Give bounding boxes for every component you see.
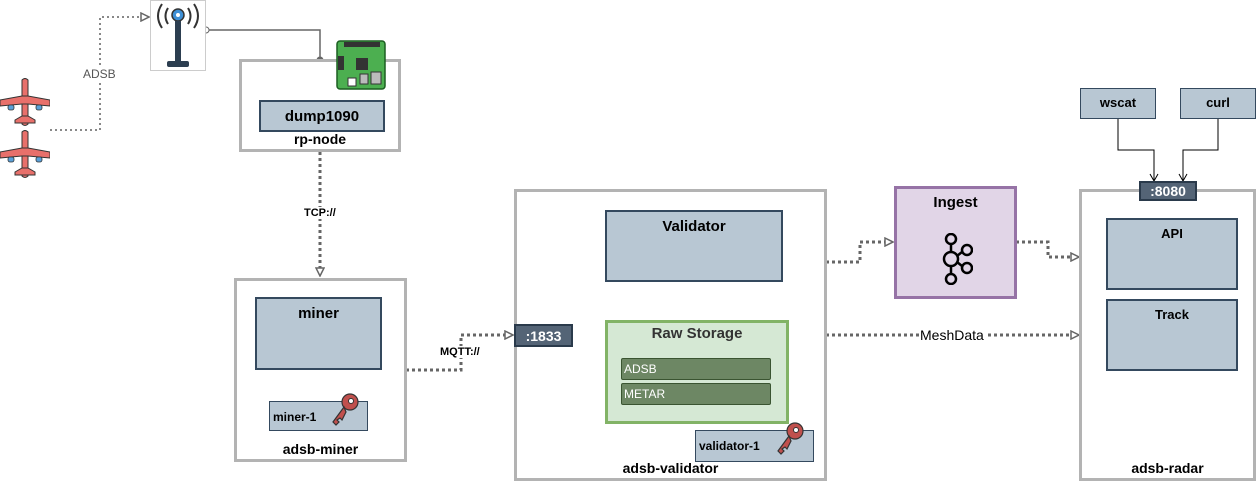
key-icon: [777, 422, 804, 455]
key-icon: [332, 393, 359, 426]
validator-service-label: Validator: [662, 218, 726, 235]
rp-node-label: rp-node: [293, 131, 347, 147]
raw-storage-title: Raw Storage: [651, 325, 743, 342]
wscat-to-port: [1117, 119, 1159, 183]
track-service-label: Track: [1155, 307, 1189, 322]
raspberry-pi-icon: [336, 40, 386, 90]
miner-service-label: miner: [298, 305, 339, 322]
mqtt-link-label: MQTT://: [440, 346, 480, 358]
antenna-cable: [206, 29, 321, 60]
adsb-radar-label: adsb-radar: [1131, 460, 1204, 476]
curl-client[interactable]: curl: [1180, 88, 1256, 119]
airplane-icon: [0, 130, 50, 178]
airplane-icon: [0, 78, 50, 126]
meshdata-link-label: MeshData: [919, 327, 985, 343]
adsb-validator-label: adsb-validator: [622, 460, 719, 476]
dump1090-label: dump1090: [284, 108, 360, 125]
adsb-link-label: ADSB: [82, 67, 117, 81]
adsb-miner-container: miner miner-1 adsb-miner: [234, 278, 407, 462]
storage-item-adsb[interactable]: ADSB: [621, 358, 771, 380]
ingest-title: Ingest: [933, 194, 978, 211]
api-service-label: API: [1161, 226, 1183, 241]
antenna-tower-icon: [150, 0, 206, 71]
miner-key-label: miner-1: [273, 410, 317, 424]
validator-service[interactable]: Validator: [605, 210, 783, 282]
adsb-radar-container: API Track adsb-radar: [1079, 189, 1256, 481]
curl-label: curl: [1206, 95, 1230, 110]
kafka-icon: [942, 233, 973, 285]
validator-port[interactable]: :1833: [514, 324, 573, 347]
track-service[interactable]: Track: [1106, 299, 1238, 371]
rp-node-container: dump1090 rp-node: [239, 59, 401, 152]
ingest-box[interactable]: Ingest: [894, 186, 1017, 299]
adsb-miner-label: adsb-miner: [282, 441, 359, 457]
storage-item-metar[interactable]: METAR: [621, 383, 771, 405]
wscat-client[interactable]: wscat: [1080, 88, 1156, 119]
radar-port[interactable]: :8080: [1139, 181, 1197, 201]
dump1090-service[interactable]: dump1090: [259, 100, 385, 132]
wscat-label: wscat: [1099, 95, 1137, 110]
validator-to-ingest: [826, 242, 892, 264]
ingest-to-radar: [1016, 240, 1078, 257]
miner-service[interactable]: miner: [255, 297, 382, 370]
api-service[interactable]: API: [1106, 218, 1238, 290]
tcp-link-label: TCP://: [304, 207, 336, 219]
validator-key-label: validator-1: [699, 439, 760, 453]
curl-to-port: [1178, 119, 1219, 183]
raw-storage[interactable]: Raw Storage ADSB METAR: [605, 320, 789, 424]
